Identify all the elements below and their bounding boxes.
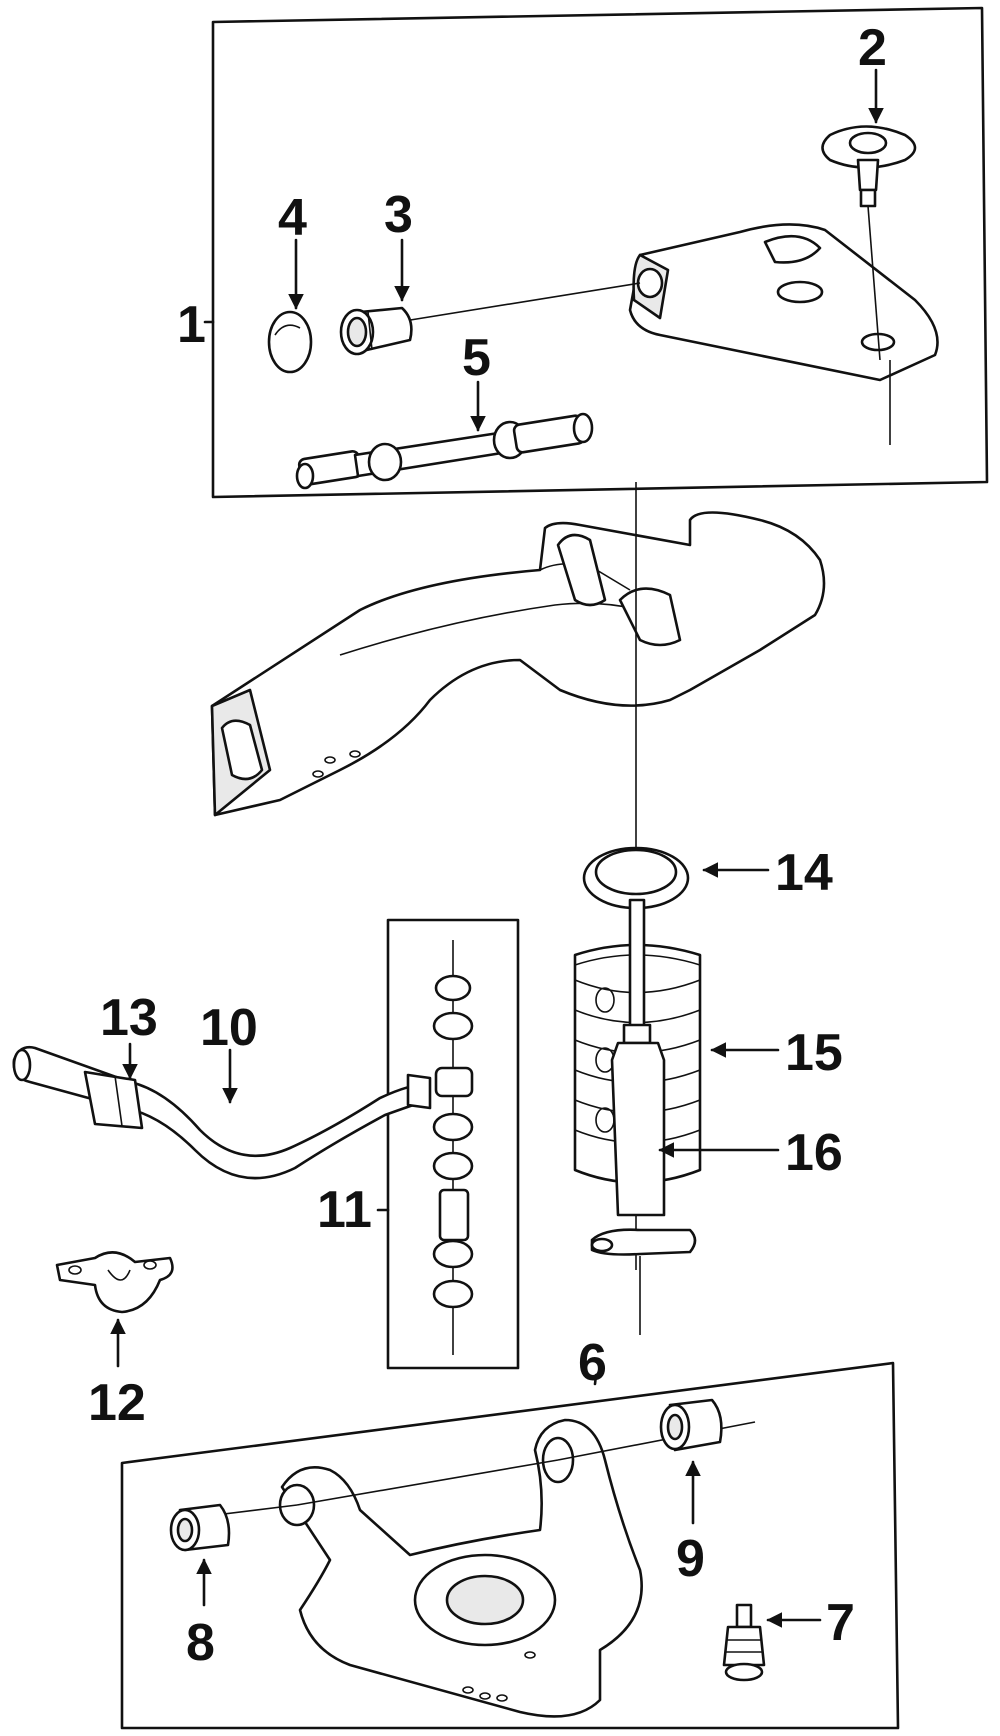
callout-14: 14: [775, 844, 833, 902]
callout-6: 6: [578, 1334, 607, 1392]
leader-arrows: [110, 68, 884, 1628]
callout-8: 8: [186, 1614, 215, 1672]
callout-3: 3: [384, 186, 413, 244]
lower-arm-bushing-rear: [659, 1398, 723, 1452]
lower-arm-bushing-front: [169, 1503, 231, 1552]
callout-12: 12: [88, 1374, 146, 1432]
callout-16: 16: [785, 1124, 843, 1182]
spring-insulator: [582, 846, 690, 910]
callout-9: 9: [676, 1530, 705, 1588]
bushing-cap: [267, 310, 313, 374]
callout-1: 1: [177, 296, 206, 354]
callout-15: 15: [785, 1024, 843, 1082]
stabilizer-bracket: [55, 1251, 174, 1314]
callout-7: 7: [826, 1594, 855, 1652]
upper-arm-kit-box: [203, 6, 989, 499]
stabilizer-link-box: [376, 918, 520, 1370]
callout-10: 10: [200, 999, 258, 1057]
callout-labels: 1 2 3 4 5 6 7 8 9 10 11 12 13 14 15 16: [88, 19, 887, 1672]
callout-2: 2: [858, 19, 887, 77]
callout-4: 4: [278, 189, 307, 247]
cross-shaft: [295, 412, 594, 490]
lower-control-arm: [174, 1418, 756, 1718]
lower-arm-kit-box: [120, 1361, 900, 1730]
upper-control-arm: [397, 223, 939, 445]
callout-11: 11: [317, 1181, 372, 1239]
shock-absorber: [590, 898, 697, 1335]
callout-5: 5: [462, 329, 491, 387]
stabilizer-bar: [12, 1045, 432, 1180]
stabilizer-bushing: [83, 1070, 144, 1130]
upper-arm-bushing: [339, 306, 413, 356]
lower-ball-joint: [722, 1603, 766, 1682]
callout-13: 13: [100, 989, 158, 1047]
upper-ball-joint: [821, 125, 917, 361]
